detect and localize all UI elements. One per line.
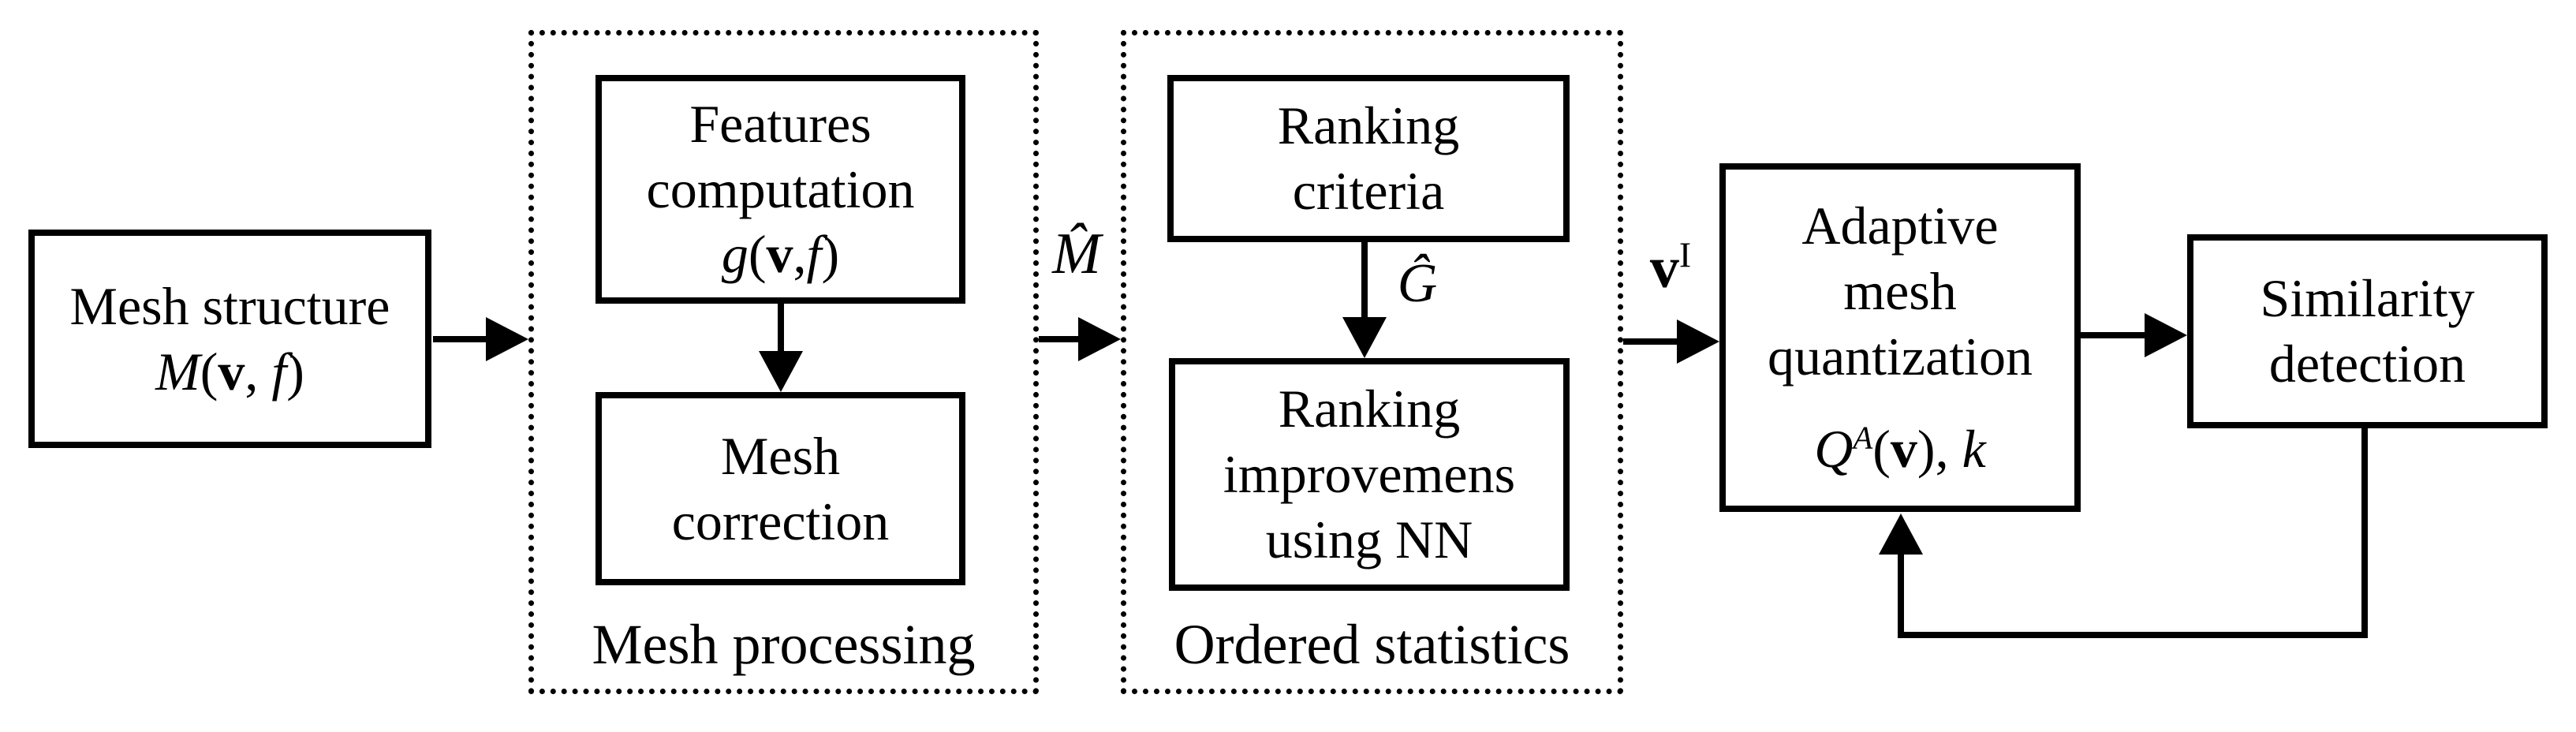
features-line1: Features (689, 93, 872, 154)
ranking-improvements-line2: improvemens (1223, 444, 1516, 505)
edge-label-v-superscript-i: vI (1626, 237, 1715, 297)
node-similarity-detection: Similarity detection (2187, 234, 2548, 428)
features-line2: computation (646, 159, 915, 219)
node-ranking-improvements: Ranking improvemens using NN (1169, 358, 1570, 591)
mesh-structure-formula: M(v, f) (155, 341, 304, 401)
arrow-adaptive-to-similarity (2081, 313, 2187, 357)
ranking-criteria-line2: criteria (1292, 161, 1445, 221)
adaptive-line2: mesh (1843, 261, 1957, 322)
mesh-correction-line1: Mesh (720, 425, 841, 486)
similarity-line2: detection (2268, 334, 2466, 394)
features-formula: g(v,f) (721, 224, 840, 285)
ranking-improvements-line1: Ranking (1278, 379, 1461, 439)
ranking-criteria-line1: Ranking (1277, 95, 1460, 156)
adaptive-formula: QA(v), k (1814, 418, 1986, 479)
arrow-meshstructure-to-meshprocessing (433, 317, 528, 361)
node-features-computation: Features computation g(v,f) (595, 75, 965, 304)
v-exponent: I (1678, 234, 1692, 275)
node-mesh-structure: Mesh structure M(v, f) (28, 230, 431, 448)
node-adaptive-mesh-quantization: Adaptive mesh quantization QA(v), k (1719, 163, 2081, 512)
adaptive-line3: quantization (1767, 327, 2033, 387)
mesh-correction-line2: correction (671, 491, 890, 551)
group-mesh-processing (528, 30, 1039, 694)
node-mesh-correction: Mesh correction (595, 392, 965, 585)
arrow-meshprocessing-to-orderedstatistics (1039, 317, 1121, 361)
node-ranking-criteria: Ranking criteria (1167, 75, 1570, 242)
label-mesh-processing: Mesh processing (592, 613, 976, 676)
label-ordered-statistics: Ordered statistics (1174, 613, 1570, 676)
ranking-improvements-line3: using NN (1265, 509, 1473, 570)
edge-label-g-hat: Ĝ (1397, 253, 1438, 314)
adaptive-line1: Adaptive (1801, 196, 1999, 256)
mesh-structure-title: Mesh structure (69, 275, 390, 336)
v-base: v (1649, 236, 1679, 301)
group-ordered-statistics (1121, 30, 1623, 694)
edge-label-m-hat: M̂ (1052, 222, 1101, 286)
similarity-line1: Similarity (2260, 268, 2475, 329)
arrow-orderedstatistics-to-adaptive (1623, 319, 1719, 364)
